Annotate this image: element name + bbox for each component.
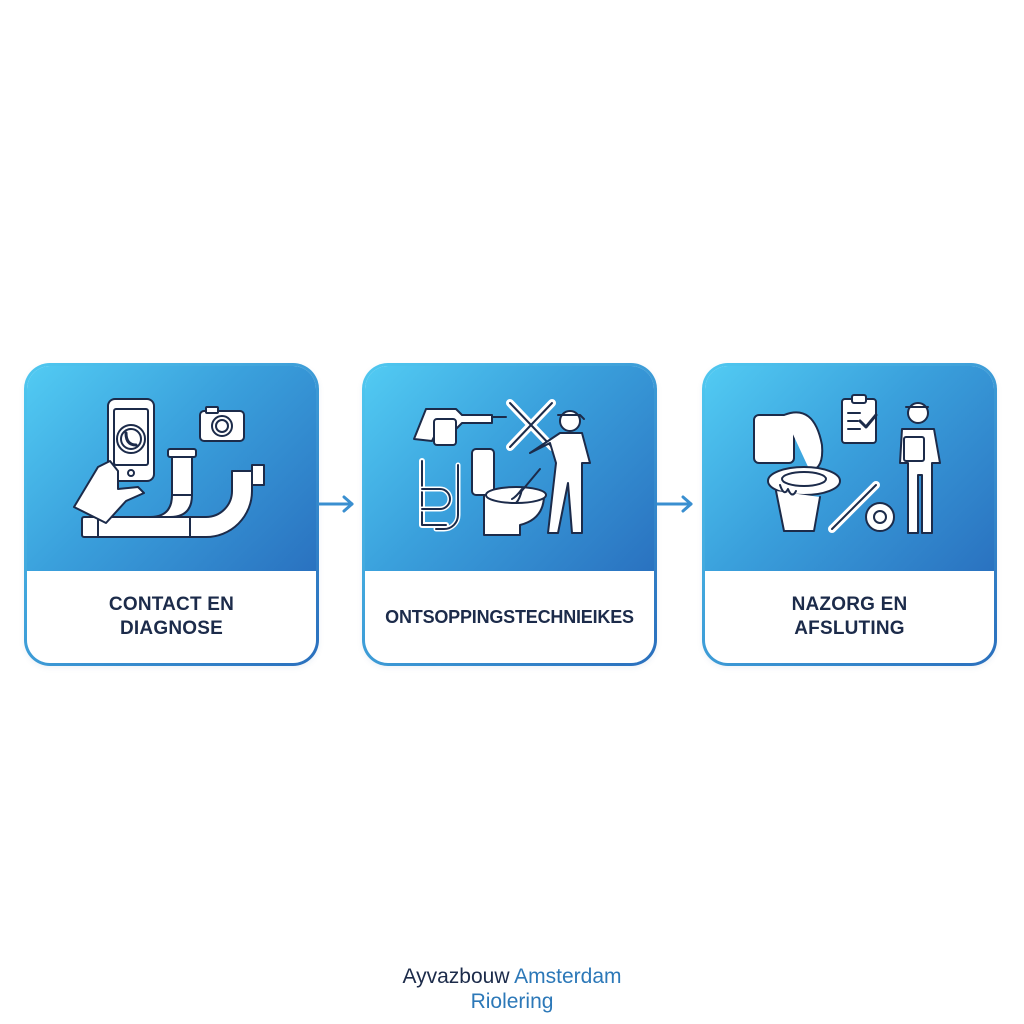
step-label: NAZORG EN AFSLUTING bbox=[788, 593, 912, 641]
hand-phone-icon bbox=[72, 397, 155, 524]
brand-name: Ayvazbouw bbox=[402, 965, 510, 988]
crossed-wrenches-icon bbox=[505, 398, 556, 451]
wrench-gear-icon bbox=[827, 480, 895, 533]
step-illustration-area bbox=[705, 366, 994, 571]
arrow-right-icon bbox=[657, 495, 693, 513]
step-label-line: CONTACT EN bbox=[108, 594, 235, 615]
plumber-icon bbox=[510, 409, 591, 534]
drain-gun-icon bbox=[412, 407, 507, 446]
step-label-area: CONTACT EN DIAGNOSE bbox=[27, 571, 316, 663]
brand-line-1: Ayvazbouw Amsterdam bbox=[0, 964, 1024, 989]
brand-service: Riolering bbox=[470, 990, 554, 1013]
step-label: ONTSOPPINGSTECHNIEIKES bbox=[385, 607, 634, 627]
step-card-aftercare: NAZORG EN AFSLUTING bbox=[702, 363, 997, 666]
technician-icon bbox=[898, 401, 941, 534]
step-card-techniques: ONTSOPPINGSTECHNIEIKES bbox=[362, 363, 657, 666]
arrow-right-icon bbox=[318, 495, 354, 513]
step-label-line: AFSLUTING bbox=[794, 618, 905, 639]
pipes-icon bbox=[418, 457, 460, 531]
brand-city: Amsterdam bbox=[514, 965, 622, 988]
pipe-icon bbox=[80, 447, 265, 538]
step-card-contact: CONTACT EN DIAGNOSE bbox=[24, 363, 319, 666]
step-illustration-area bbox=[27, 366, 316, 571]
step-illustration-area bbox=[365, 366, 654, 571]
step-label: CONTACT EN DIAGNOSE bbox=[105, 593, 238, 641]
toilet-icon bbox=[752, 410, 841, 532]
clipboard-check-icon bbox=[840, 393, 877, 444]
step-label-line: DIAGNOSE bbox=[120, 618, 223, 639]
toilet-icon bbox=[470, 447, 547, 536]
camera-icon bbox=[198, 405, 245, 442]
step-label-line: NAZORG EN bbox=[791, 594, 908, 615]
step-label-area: ONTSOPPINGSTECHNIEIKES bbox=[365, 571, 654, 663]
brand-footer: Ayvazbouw Amsterdam Riolering bbox=[0, 964, 1024, 1014]
step-label-area: NAZORG EN AFSLUTING bbox=[705, 571, 994, 663]
